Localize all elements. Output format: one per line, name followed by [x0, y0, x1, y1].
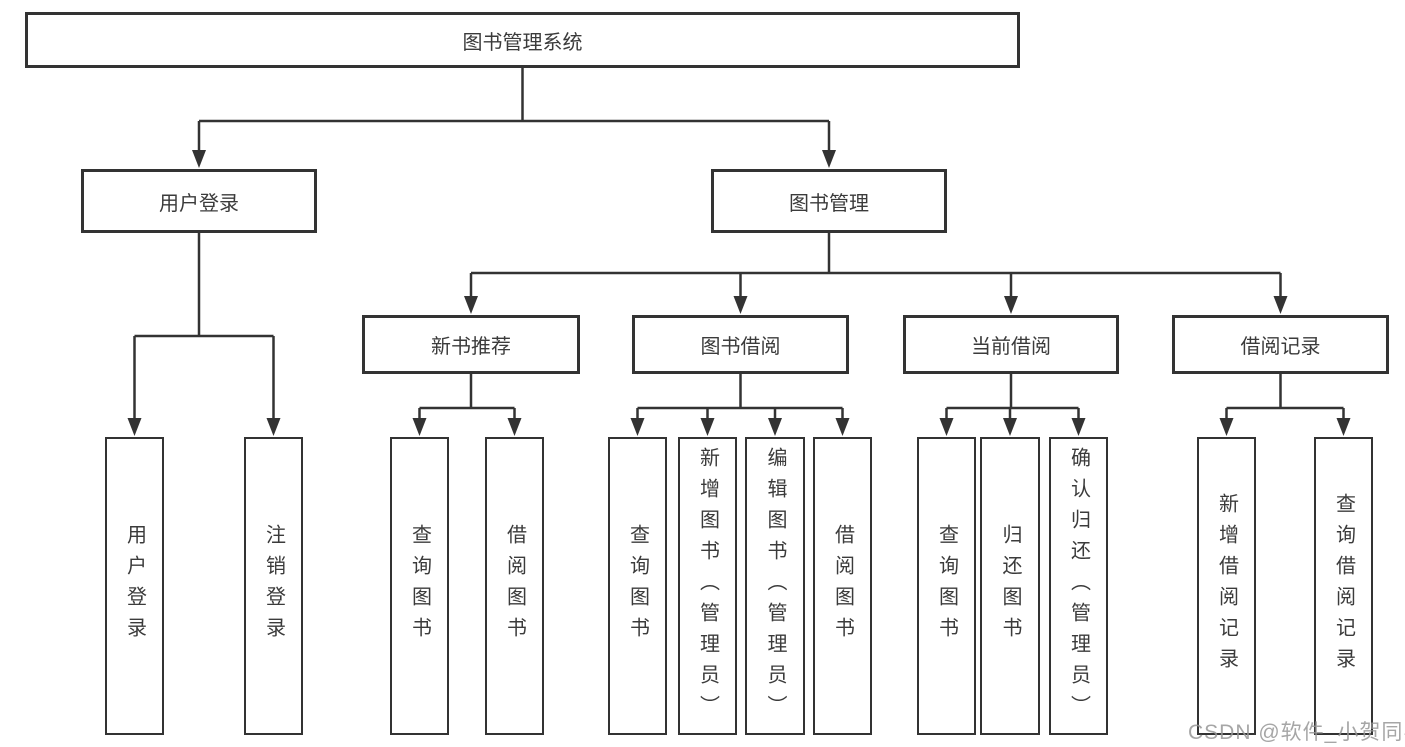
- leaf-query-books-current: 查询图书: [917, 437, 976, 735]
- node-label: 查询图书: [626, 524, 649, 648]
- leaf-add-book-admin: 新增图书（管理员）: [678, 437, 737, 735]
- leaf-add-borrow-record: 新增借阅记录: [1197, 437, 1256, 735]
- node-label: 图书管理系统: [462, 31, 583, 54]
- node-book-management: 图书管理: [711, 169, 947, 233]
- node-user-login: 用户登录: [81, 169, 317, 233]
- node-label: 新书推荐: [431, 336, 511, 358]
- node-label: 查询图书: [408, 524, 431, 648]
- arrowheads: [127, 150, 1351, 436]
- node-library-management-system: 图书管理系统: [25, 12, 1020, 68]
- leaf-confirm-return-admin: 确认归还（管理员）: [1049, 437, 1108, 735]
- node-label: 确认归还（管理员）: [1067, 446, 1090, 726]
- leaf-query-books-borrow: 查询图书: [608, 437, 667, 735]
- leaf-query-books-recommend: 查询图书: [390, 437, 449, 735]
- node-current-borrowing: 当前借阅: [903, 315, 1119, 374]
- node-label: 图书借阅: [700, 336, 781, 358]
- node-label: 借阅记录: [1240, 336, 1321, 358]
- leaf-user-login: 用户登录: [105, 437, 164, 735]
- node-label: 编辑图书（管理员）: [764, 446, 786, 726]
- node-borrowing-records: 借阅记录: [1172, 315, 1389, 374]
- leaf-edit-book-admin: 编辑图书（管理员）: [745, 437, 805, 735]
- node-label: 借阅图书: [503, 524, 526, 648]
- node-label: 注销登录: [262, 524, 285, 648]
- node-new-book-recommendation: 新书推荐: [362, 315, 580, 374]
- leaf-logout: 注销登录: [244, 437, 303, 735]
- node-label: 借阅图书: [831, 524, 854, 648]
- node-label: 归还图书: [999, 524, 1021, 648]
- leaf-borrow-books: 借阅图书: [813, 437, 872, 735]
- node-book-borrowing: 图书借阅: [632, 315, 849, 374]
- node-label: 当前借阅: [971, 336, 1051, 358]
- leaf-borrow-books-recommend: 借阅图书: [485, 437, 544, 735]
- node-label: 查询图书: [935, 524, 958, 648]
- node-label: 图书管理: [789, 192, 869, 215]
- leaf-return-books: 归还图书: [980, 437, 1040, 735]
- csdn-watermark: CSDN @软件_小贺同学: [1188, 721, 1405, 744]
- node-label: 查询借阅记录: [1332, 493, 1355, 679]
- node-label: 新增图书（管理员）: [696, 446, 719, 726]
- leaf-query-borrow-record: 查询借阅记录: [1314, 437, 1373, 735]
- node-label: 新增借阅记录: [1215, 493, 1238, 679]
- node-label: 用户登录: [123, 524, 146, 648]
- node-label: 用户登录: [159, 192, 239, 215]
